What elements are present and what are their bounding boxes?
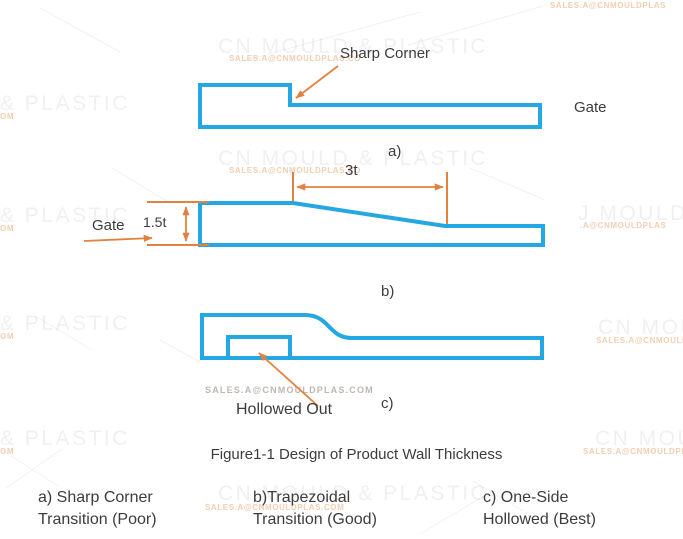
watermark-text: & PLASTIC bbox=[0, 427, 130, 450]
watermark-text: SALES.A@CNMOULDPLAS.COM bbox=[205, 385, 374, 395]
part-outline-b bbox=[198, 201, 545, 247]
sharp-corner-arrow bbox=[295, 65, 339, 99]
watermark-diagonal bbox=[39, 7, 121, 53]
watermark-diagonal bbox=[469, 167, 546, 201]
watermark-diagonal bbox=[239, 11, 421, 63]
watermark-diagonal bbox=[159, 339, 201, 363]
watermark-text: SALES.A@CNMOULDPLA bbox=[596, 336, 683, 345]
hollowed-out-arrow bbox=[258, 352, 319, 407]
watermark-text: OM bbox=[0, 112, 15, 121]
gate-arrow-b bbox=[83, 234, 153, 242]
diagram-a-shape bbox=[198, 65, 542, 129]
watermark-text: CN MOULD bbox=[598, 316, 683, 339]
watermark-text: CN MOULD & PLASTIC bbox=[218, 482, 489, 505]
watermark-text: CN MOULD bbox=[595, 427, 683, 450]
watermark-diagonal-lines bbox=[1, 5, 546, 535]
watermark-diagonal bbox=[419, 495, 485, 535]
diagram-c-shape bbox=[200, 313, 544, 407]
watermark-text: OM bbox=[0, 447, 15, 456]
watermark-diagonal bbox=[111, 167, 169, 203]
watermark-text: J MOULD bbox=[578, 202, 683, 225]
watermark-text: CN MOULD & PLASTIC bbox=[218, 147, 489, 170]
hollow-rect-c bbox=[226, 335, 292, 360]
watermark-text: SALES.A@CNMOULDPLAS.CO bbox=[229, 54, 362, 63]
diagram-b-shape bbox=[83, 172, 545, 247]
watermark-text: CN MOULD & PLASTIC bbox=[218, 35, 489, 58]
watermark-text: & PLASTIC bbox=[0, 92, 130, 115]
watermark-diagonal bbox=[407, 5, 544, 46]
watermark-diagonal bbox=[1, 449, 59, 487]
watermark-text: SALES.A@CNMOULDPLAS bbox=[550, 1, 667, 10]
watermark-text: .A@CNMOULDPLAS bbox=[580, 221, 667, 230]
watermark-text: & PLASTIC bbox=[0, 312, 130, 335]
watermark-text: & PLASTIC bbox=[0, 204, 130, 227]
watermark-diagonal bbox=[5, 448, 63, 489]
watermark-text: OM bbox=[0, 224, 15, 233]
watermark-diagonal bbox=[472, 480, 524, 512]
watermark-text: SALES.A@CNMOULDPLAS.COM bbox=[205, 503, 345, 512]
watermark-text: OM bbox=[0, 332, 15, 341]
watermark-text: SALES.A@CNMOULDPLAS.CO bbox=[229, 166, 362, 175]
watermark-text: SALES.A@CNMOULDPLAS bbox=[583, 447, 683, 456]
part-outline-a bbox=[198, 83, 542, 129]
watermark-diagonal bbox=[34, 315, 93, 351]
